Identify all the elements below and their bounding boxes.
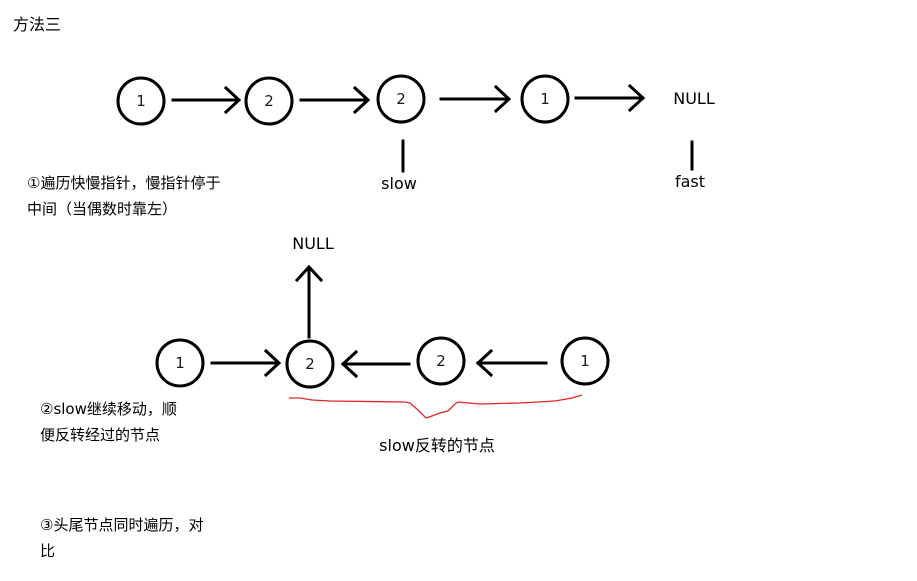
top-null-terminal: NULL xyxy=(673,89,715,108)
node-value: 1 xyxy=(175,354,185,372)
top-arrow-1 xyxy=(171,85,242,115)
reversed-nodes-annotation: slow反转的节点 xyxy=(379,436,495,455)
arrowhead-icon xyxy=(352,85,371,115)
slow-pointer-label: slow xyxy=(381,174,417,193)
step2-line1: ②slow继续移动，顺 xyxy=(40,400,177,418)
step1-line1: ①遍历快慢指针，慢指针停于 xyxy=(27,174,221,192)
node-circle xyxy=(244,76,294,126)
page-title: 方法三 xyxy=(13,15,62,34)
arrowhead-icon xyxy=(263,348,282,378)
node-value: 1 xyxy=(540,90,550,108)
bottom-null-terminal: NULL xyxy=(292,234,334,253)
node-circle xyxy=(155,338,205,388)
node-value: 2 xyxy=(396,90,406,108)
bottom-node-4: 1 xyxy=(560,336,610,386)
arrowhead-icon xyxy=(627,83,646,113)
bottom-node-2: 2 xyxy=(285,339,335,389)
step2-description: ②slow继续移动，顺 便反转经过的节点 xyxy=(40,396,177,448)
slow-pointer: slow xyxy=(381,139,417,193)
top-arrow-2 xyxy=(299,85,371,115)
top-arrow-4 xyxy=(574,83,646,113)
top-node-2: 2 xyxy=(244,76,294,126)
arrowhead-icon xyxy=(294,264,324,283)
node-value: 2 xyxy=(264,92,274,110)
arrowhead-icon xyxy=(223,85,242,115)
bottom-arrow-2-reversed xyxy=(340,349,411,379)
node-circle xyxy=(560,336,610,386)
top-arrow-3 xyxy=(439,84,512,114)
fast-pointer-label: fast xyxy=(675,172,705,191)
node-circle xyxy=(416,336,466,386)
step2-line2: 便反转经过的节点 xyxy=(40,426,161,444)
node-circle xyxy=(376,74,426,124)
node-value: 1 xyxy=(136,92,146,110)
bottom-arrow-3-reversed xyxy=(475,348,548,378)
top-list: 1 2 2 1 NULL xyxy=(116,74,715,193)
node-value: 2 xyxy=(305,355,315,373)
arrowhead-icon xyxy=(340,349,359,379)
fast-pointer: fast xyxy=(675,140,705,191)
arrowhead-icon xyxy=(493,84,512,114)
bottom-list: NULL 1 2 2 1 xyxy=(155,234,610,455)
step3-line2: 比 xyxy=(40,542,56,560)
reversed-nodes-brace xyxy=(289,394,583,419)
arrowhead-icon xyxy=(475,348,494,378)
node-value: 2 xyxy=(436,352,446,370)
node-circle xyxy=(520,74,570,124)
node-circle xyxy=(285,339,335,389)
top-node-3: 2 xyxy=(376,74,426,124)
step3-description: ③头尾节点同时遍历，对 比 xyxy=(40,512,203,564)
bottom-node-1: 1 xyxy=(155,338,205,388)
bottom-arrow-1 xyxy=(210,348,282,378)
step3-line1: ③头尾节点同时遍历，对 xyxy=(40,516,204,534)
up-arrow-to-null xyxy=(294,264,324,339)
top-node-4: 1 xyxy=(520,74,570,124)
step1-line2: 中间（当偶数时靠左） xyxy=(27,200,178,218)
node-value: 1 xyxy=(580,352,590,370)
top-node-1: 1 xyxy=(116,76,166,126)
node-circle xyxy=(116,76,166,126)
bottom-node-3: 2 xyxy=(416,336,466,386)
step1-description: ①遍历快慢指针，慢指针停于 中间（当偶数时靠左） xyxy=(27,170,220,222)
